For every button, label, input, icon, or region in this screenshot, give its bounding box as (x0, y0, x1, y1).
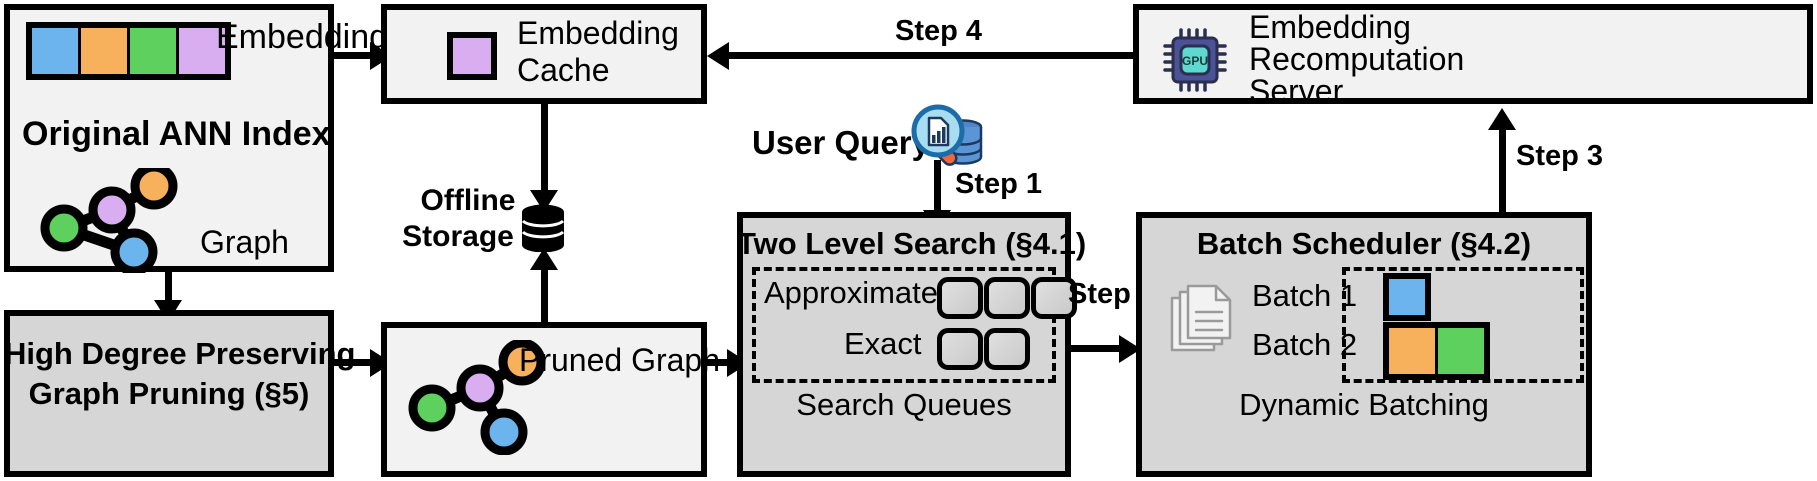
embedding-swatch-strip (26, 22, 231, 80)
graph-pruning-title-line1: High Degree Preserving (4, 336, 356, 371)
recomputation-server-line2: Recomputation (1249, 41, 1465, 77)
arrow-prunedgraph-to-search-line (707, 359, 737, 366)
batch-1-label: Batch 1 (1252, 278, 1358, 313)
arrow-step3-head (1488, 108, 1516, 130)
search-queues-dashed-area (752, 267, 1056, 383)
recomputation-server-line1: Embedding (1249, 9, 1411, 45)
approximate-label: Approximate (764, 275, 939, 310)
arrow-index-to-pruning-line (165, 272, 172, 310)
graph-pruning-box (4, 310, 334, 477)
queue-slot[interactable] (937, 277, 983, 319)
embedding-cache-title-line2: Cache (517, 52, 610, 88)
documents-stack-icon (1170, 284, 1232, 352)
arrow-step4-line (725, 52, 1133, 59)
arrow-step2-line (1071, 345, 1133, 352)
batch-scheduler-title: Batch Scheduler (§4.2) (1196, 226, 1532, 261)
original-graph-icon (40, 168, 178, 273)
embedding-swatch-green (130, 28, 179, 74)
embedding-cache-title-line1: Embedding (517, 15, 679, 51)
two-level-search-title: Two Level Search (§4.1) (737, 226, 1087, 261)
exact-label: Exact (844, 326, 922, 361)
offline-storage-label-line1: Offline (420, 184, 516, 217)
graph-label: Graph (200, 224, 289, 260)
batch-2-label: Batch 2 (1252, 327, 1358, 362)
embedding-swatch-orange (81, 28, 130, 74)
embedding-swatch-blue (32, 28, 81, 74)
batch-2-swatch-strip (1383, 322, 1490, 380)
embedding-label: Embedding (216, 18, 389, 56)
pruned-graph-icon (408, 340, 546, 455)
pruned-graph-label: Pruned Graph (519, 342, 721, 378)
arrow-prunedgraph-to-storage-head (530, 248, 558, 270)
arrow-pruning-to-prunedgraph-line (334, 359, 376, 366)
queue-slot[interactable] (984, 277, 1030, 319)
queue-slot[interactable] (984, 328, 1030, 370)
recomputation-server-box (1133, 4, 1813, 104)
gpu-chip-icon-text: GPU (1182, 54, 1208, 68)
exact-queue-row (937, 328, 1030, 370)
step1-label: Step 1 (955, 168, 1043, 200)
original-ann-index-title: Original ANN Index (22, 115, 331, 153)
queue-slot[interactable] (937, 328, 983, 370)
arrow-step4-head (707, 42, 729, 70)
queue-slot[interactable] (1031, 277, 1077, 319)
arrow-prunedgraph-to-storage-line (541, 262, 548, 322)
query-search-database-icon (911, 104, 983, 166)
embedding-swatch-purple (179, 28, 225, 74)
embedding-cache-box (381, 4, 707, 104)
batch-2-swatch-green (1438, 328, 1484, 374)
arrow-step2-head (1119, 335, 1141, 363)
arrow-step3-line (1499, 123, 1506, 215)
dynamic-batching-dashed-area (1342, 267, 1584, 383)
offline-storage-label-line2: Storage (402, 220, 514, 253)
database-cylinder-icon (521, 204, 565, 252)
batch-1-swatch-blue (1383, 273, 1431, 321)
embedding-cache-swatch (447, 32, 497, 80)
search-queues-footer: Search Queues (796, 387, 1012, 422)
step3-label: Step 3 (1516, 140, 1604, 172)
step4-label: Step 4 (895, 15, 983, 47)
arrow-cache-to-storage-line (541, 104, 548, 200)
dynamic-batching-footer: Dynamic Batching (1239, 387, 1489, 422)
arrow-index-to-cache-line (334, 52, 376, 59)
batch-2-swatch-orange (1389, 328, 1438, 374)
arrow-step1-line (934, 160, 941, 220)
approximate-queue-row (937, 277, 1077, 319)
graph-pruning-title-line2: Graph Pruning (§5) (28, 376, 310, 411)
gpu-chip-icon: GPU (1163, 28, 1227, 92)
recomputation-server-line3: Server (1249, 73, 1344, 109)
